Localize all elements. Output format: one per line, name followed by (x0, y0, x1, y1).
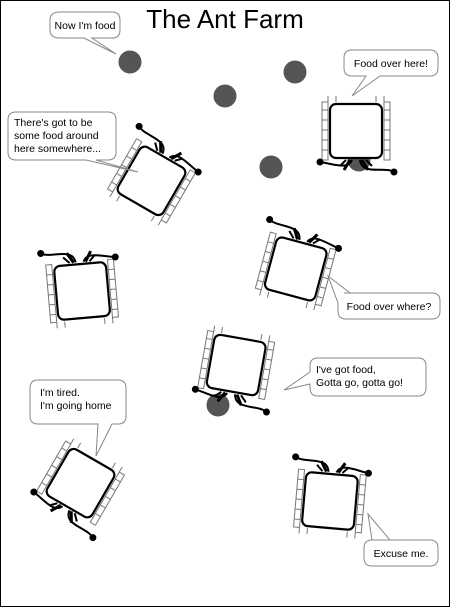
svg-text:Now I'm food: Now I'm food (55, 20, 116, 32)
bubble-line: I've got food, (316, 364, 376, 376)
svg-text:There's got to be some f: There's got to be some food around here … (14, 117, 102, 155)
food-piece (283, 60, 307, 84)
bubble-ive-got-food: I've got food, Gotta go, gotta go! (283, 357, 427, 397)
ant-center-carrying (188, 322, 285, 418)
bubble-now-im-food: Now I'm food (49, 11, 121, 55)
ant-lower-right (284, 451, 375, 541)
svg-text:I'm tired. I'm going hom: I'm tired. I'm going home (40, 387, 112, 412)
food-piece (259, 155, 283, 179)
bubble-line: Food over here! (354, 58, 428, 70)
bubble-theres-got-to-be: There's got to be some food around here … (7, 111, 139, 173)
ant-middle-left (35, 241, 126, 331)
page-title: The Ant Farm (146, 4, 304, 34)
bubble-line: Excuse me. (374, 548, 429, 560)
svg-text:Food over where?: Food over where? (347, 301, 432, 313)
food-piece (213, 84, 237, 108)
bubble-food-over-here: Food over here! (343, 49, 439, 97)
bubble-line: some food around (14, 130, 99, 142)
bubble-line: I'm tired. (40, 387, 80, 399)
svg-text:Excuse me.: Excuse me. (374, 548, 429, 560)
bubble-line: Now I'm food (55, 20, 116, 32)
bubble-line: I'm going home (40, 400, 112, 412)
bubble-im-tired: I'm tired. I'm going home (29, 379, 127, 457)
bubble-line: Gotta go, gotta go! (316, 377, 403, 389)
bubble-food-over-where: Food over where? (326, 274, 441, 320)
svg-text:Food over here!: Food over here! (354, 58, 428, 70)
bubble-excuse-me: Excuse me. (363, 512, 439, 567)
food-piece (118, 50, 142, 74)
bubble-line: There's got to be (14, 117, 93, 129)
svg-text:I've got food, Gotta go,: I've got food, Gotta go, gotta go! (316, 364, 403, 389)
bubble-line: Food over where? (347, 301, 432, 313)
bubble-line: here somewhere... (14, 143, 101, 155)
ant-middle-right (245, 213, 347, 315)
ant-lower-left (22, 431, 136, 544)
